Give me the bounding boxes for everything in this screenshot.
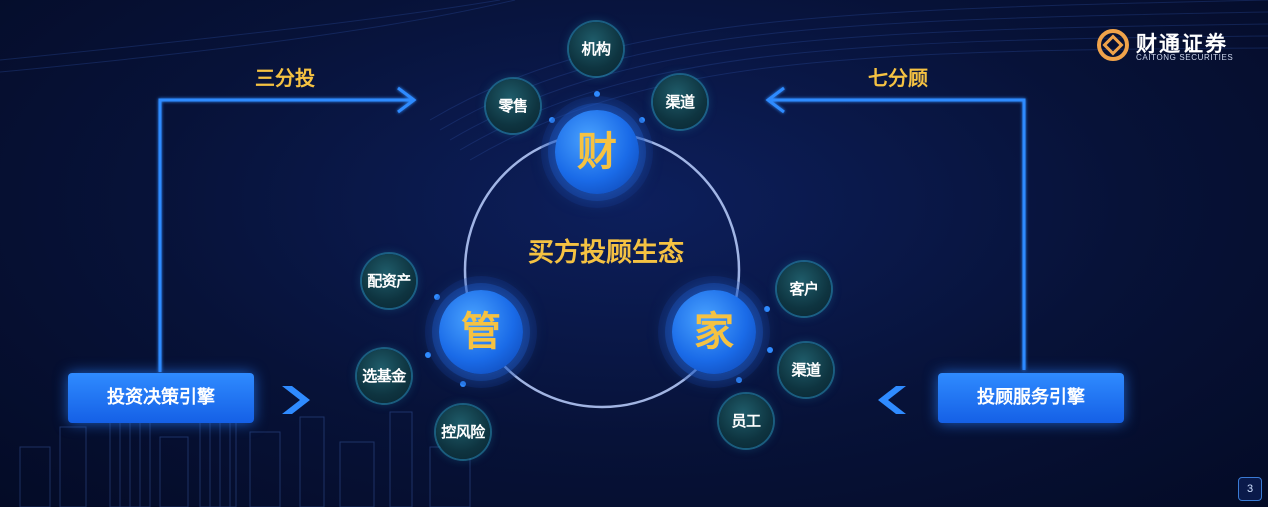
center-title: 买方投顾生态 — [527, 238, 684, 268]
node-channel-jia: 渠道 — [779, 343, 833, 397]
caitong-logo-icon — [1097, 29, 1129, 61]
logo-name-en: CAITONG SECURITIES — [1136, 53, 1234, 62]
advisory-service-engine: 投顾服务引擎 — [938, 373, 1124, 423]
left-route-label: 三分投 — [255, 66, 315, 90]
hub-cai: 财 — [555, 110, 639, 194]
node-risk-control: 控风险 — [436, 405, 490, 459]
node-client: 客户 — [777, 262, 831, 316]
node-staff: 员工 — [719, 394, 773, 448]
right-route-label: 七分顾 — [868, 66, 928, 90]
hub-guan: 管 — [439, 290, 523, 374]
node-retail: 零售 — [486, 79, 540, 133]
node-asset-allocation: 配资产 — [362, 254, 416, 308]
hub-jia: 家 — [672, 290, 756, 374]
logo-name-cn: 财通证券 — [1136, 32, 1228, 56]
city-skyline — [19, 396, 471, 507]
caitong-logo: 财通证券 CAITONG SECURITIES — [1096, 26, 1246, 66]
node-fund-selection: 选基金 — [357, 349, 411, 403]
node-institution: 机构 — [569, 22, 623, 76]
node-channel-cai: 渠道 — [653, 75, 707, 129]
investment-decision-engine: 投资决策引擎 — [68, 373, 254, 423]
page-number: 3 — [1238, 477, 1262, 501]
